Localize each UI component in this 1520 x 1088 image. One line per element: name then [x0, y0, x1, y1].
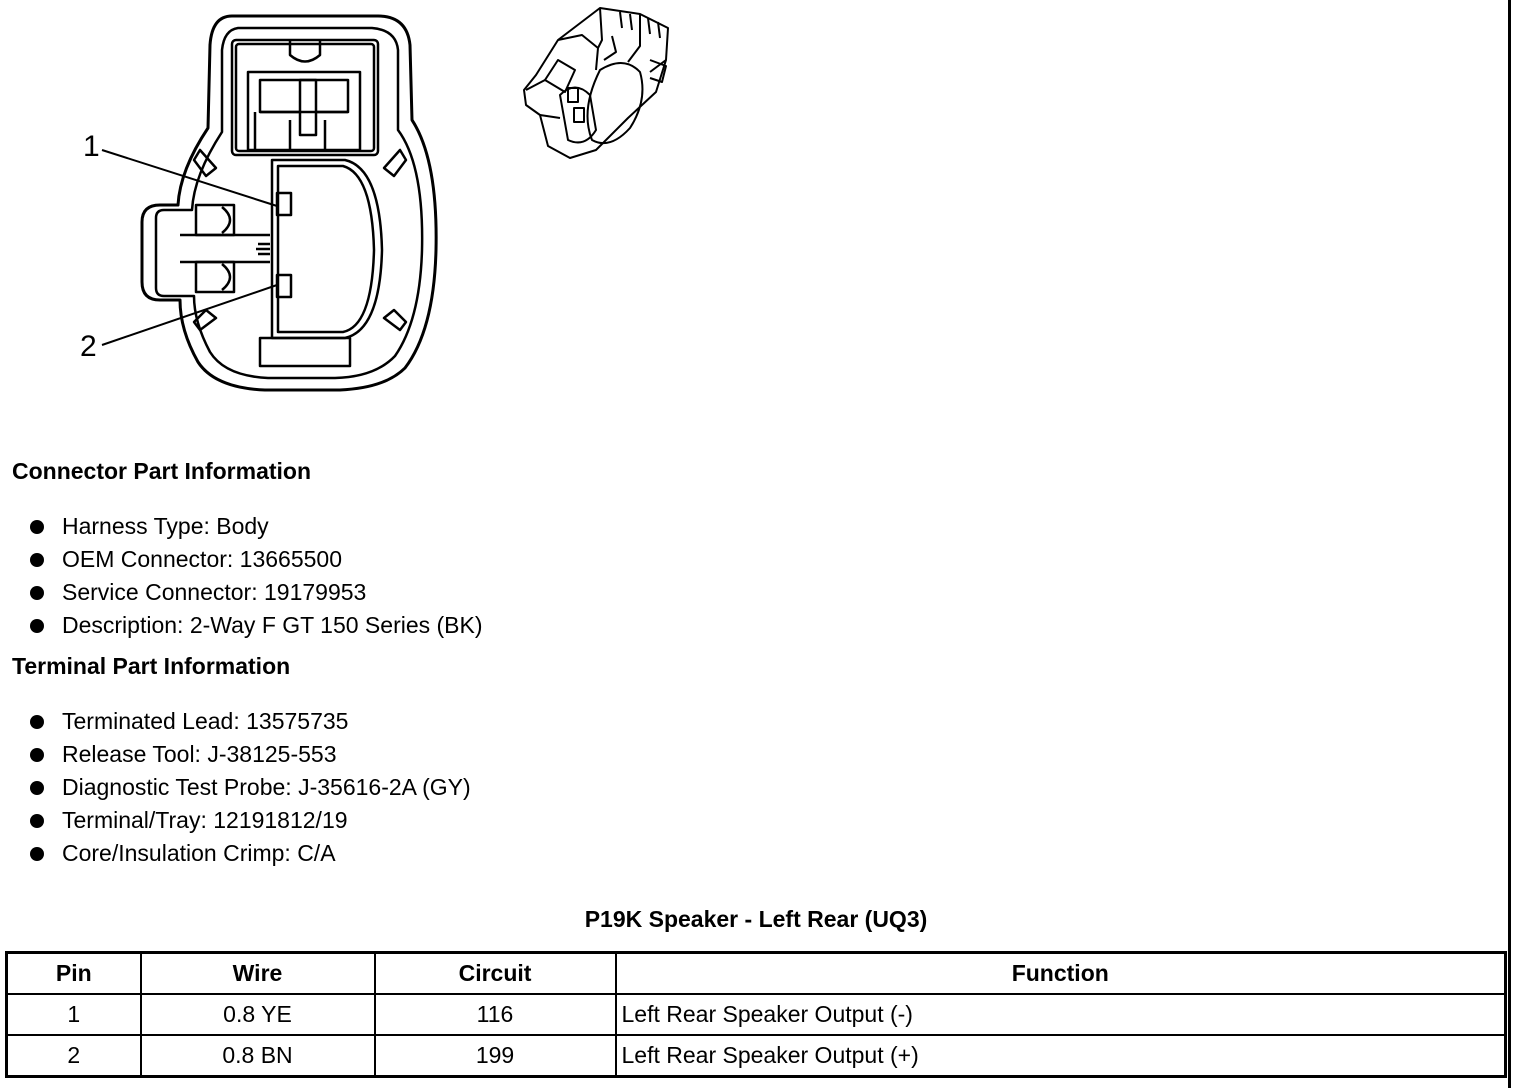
bullet-icon [30, 619, 44, 633]
list-item-text: OEM Connector: 13665500 [62, 546, 343, 572]
column-header-pin: Pin [5, 951, 142, 995]
table-title: P19K Speaker - Left Rear (UQ3) [584, 906, 928, 932]
connector-isometric-illustration [523, 7, 669, 159]
cell-wire: 0.8 BN [139, 1034, 376, 1078]
terminal-info-heading: Terminal Part Information [12, 653, 291, 679]
list-item: OEM Connector: 13665500 [0, 543, 483, 576]
list-item: Service Connector: 19179953 [0, 576, 483, 609]
pinout-table: Pin Wire Circuit Function 1 0.8 YE 116 L… [5, 951, 1507, 1078]
list-item-text: Release Tool: J-38125-553 [62, 741, 337, 767]
bullet-icon [30, 781, 44, 795]
list-item-text: Harness Type: Body [62, 513, 269, 539]
connector-face-diagram [101, 14, 438, 392]
cell-pin: 1 [5, 993, 142, 1036]
column-header-function: Function [614, 951, 1507, 995]
bullet-icon [30, 748, 44, 762]
bullet-icon [30, 847, 44, 861]
list-item: Description: 2-Way F GT 150 Series (BK) [0, 609, 483, 642]
pin-label-1: 1 [83, 130, 100, 163]
page-right-border [1508, 0, 1511, 1088]
connector-info-heading: Connector Part Information [12, 458, 312, 484]
bullet-icon [30, 715, 44, 729]
list-item: Terminated Lead: 13575735 [0, 705, 471, 738]
list-item-text: Diagnostic Test Probe: J-35616-2A (GY) [62, 774, 471, 800]
list-item-text: Service Connector: 19179953 [62, 579, 367, 605]
table-header-row: Pin Wire Circuit Function [5, 951, 1507, 995]
column-header-circuit: Circuit [373, 951, 617, 995]
list-item: Core/Insulation Crimp: C/A [0, 837, 471, 870]
cell-pin: 2 [5, 1034, 142, 1078]
table-row: 2 0.8 BN 199 Left Rear Speaker Output (+… [5, 1034, 1507, 1078]
cell-function: Left Rear Speaker Output (+) [614, 1034, 1507, 1078]
bullet-icon [30, 553, 44, 567]
list-item-text: Terminated Lead: 13575735 [62, 708, 349, 734]
list-item: Harness Type: Body [0, 510, 483, 543]
cell-circuit: 199 [373, 1034, 617, 1078]
cell-circuit: 116 [373, 993, 617, 1036]
cell-wire: 0.8 YE [139, 993, 376, 1036]
terminal-info-list: Terminated Lead: 13575735 Release Tool: … [0, 705, 471, 870]
cell-function: Left Rear Speaker Output (-) [614, 993, 1507, 1036]
bullet-icon [30, 586, 44, 600]
bullet-icon [30, 520, 44, 534]
list-item-text: Core/Insulation Crimp: C/A [62, 840, 336, 866]
list-item: Terminal/Tray: 12191812/19 [0, 804, 471, 837]
connector-info-list: Harness Type: Body OEM Connector: 136655… [0, 510, 483, 642]
list-item-text: Description: 2-Way F GT 150 Series (BK) [62, 612, 483, 638]
bullet-icon [30, 814, 44, 828]
list-item: Diagnostic Test Probe: J-35616-2A (GY) [0, 771, 471, 804]
list-item: Release Tool: J-38125-553 [0, 738, 471, 771]
column-header-wire: Wire [139, 951, 376, 995]
table-row: 1 0.8 YE 116 Left Rear Speaker Output (-… [5, 993, 1507, 1036]
pin-label-2: 2 [80, 330, 97, 363]
list-item-text: Terminal/Tray: 12191812/19 [62, 807, 348, 833]
